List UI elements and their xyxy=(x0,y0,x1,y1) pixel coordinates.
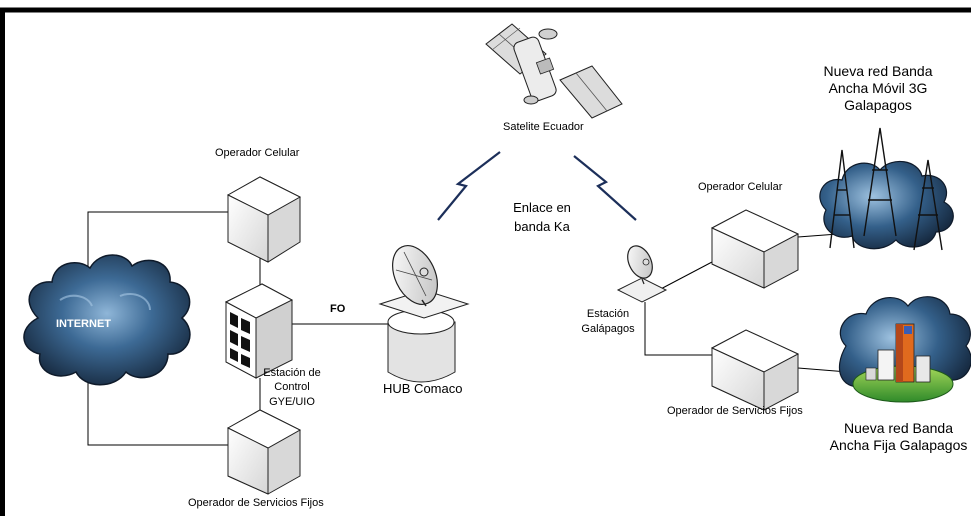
celular-left-box xyxy=(228,177,300,262)
fixed-network-line2: Ancha Fija Galapagos xyxy=(826,437,971,454)
control-station-line2: Control xyxy=(252,381,332,393)
control-station-line3: GYE/UIO xyxy=(252,396,332,408)
galapagos-station-line2: Galápagos xyxy=(572,323,644,335)
celular-right-label: Operador Celular xyxy=(698,181,782,193)
fijos-left-label: Operador de Servicios Fijos xyxy=(188,497,324,509)
control-station-rack xyxy=(226,284,292,378)
internet-label: INTERNET xyxy=(56,318,111,330)
hub-dish xyxy=(380,238,468,382)
fiber-label: FO xyxy=(330,303,345,315)
satellite-label: Satelite Ecuador xyxy=(503,121,584,133)
fijos-left-box xyxy=(228,410,300,494)
mobile-network-line1: Nueva red Banda xyxy=(808,63,948,80)
celular-right-box xyxy=(712,210,798,288)
satellite-graphic xyxy=(486,24,622,118)
galapagos-station-line1: Estación xyxy=(572,308,644,320)
celular-left-label: Operador Celular xyxy=(215,147,299,159)
fijos-right-box xyxy=(712,330,798,410)
mobile-network-cloud xyxy=(820,128,953,250)
mobile-network-line3: Galapagos xyxy=(808,97,948,114)
link-station-fijos xyxy=(645,302,712,355)
link-label-line2: banda Ka xyxy=(502,219,582,234)
link-internet-fijos xyxy=(88,380,228,445)
link-label-line1: Enlace en xyxy=(502,200,582,215)
control-station-line1: Estación de xyxy=(252,367,332,379)
fixed-network-cloud xyxy=(839,297,971,402)
fijos-right-label: Operador de Servicios Fijos xyxy=(667,405,803,417)
link-station-celular xyxy=(655,262,712,292)
hub-label: HUB Comaco xyxy=(383,381,462,396)
mobile-network-line2: Ancha Móvil 3G xyxy=(808,80,948,97)
galapagos-dish xyxy=(618,242,666,302)
fixed-network-line1: Nueva red Banda xyxy=(826,420,971,437)
